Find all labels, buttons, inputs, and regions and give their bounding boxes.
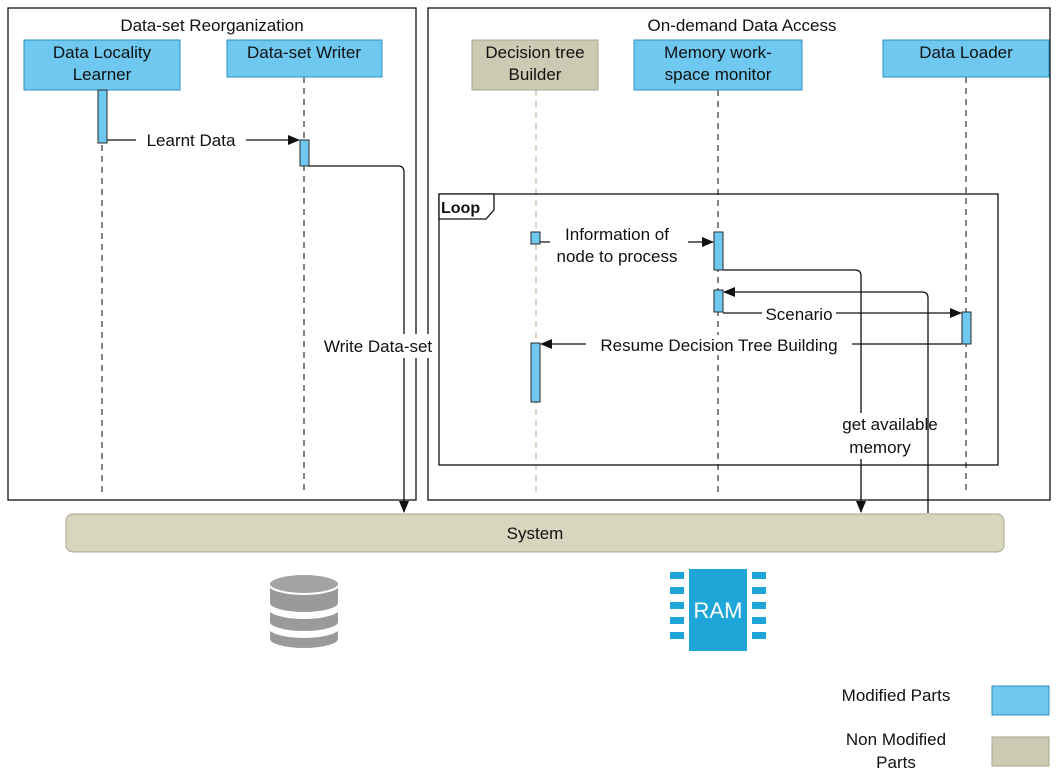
message-get-memory-line1: get available (842, 415, 937, 434)
message-get-memory-line2: memory (849, 438, 911, 457)
loop-label: Loop (441, 200, 480, 217)
activation-dataset-writer (299, 139, 310, 167)
activation-data-loader (961, 311, 972, 345)
left-panel (7, 7, 417, 501)
message-info-node-line1: Information of (565, 225, 669, 244)
participant-memory-monitor (633, 39, 803, 91)
legend-nonmod-line2: Parts (876, 753, 916, 772)
participant-data-loader (882, 39, 1050, 78)
right-panel-title: On-demand Data Access (648, 16, 837, 35)
activation-memory-monitor-1 (713, 231, 724, 271)
message-info-node-line2: node to process (557, 247, 678, 266)
participant-locality-learner-line2: Learner (73, 65, 132, 84)
message-write-dataset-label: Write Data-set (324, 337, 433, 356)
activation-memory-monitor-2 (713, 289, 724, 313)
left-panel-title: Data-set Reorganization (120, 16, 303, 35)
message-memory-return-line (723, 287, 929, 513)
participant-dataset-writer (226, 39, 383, 78)
message-learnt-data-label: Learnt Data (147, 131, 236, 150)
participant-tree-builder-line2: Builder (509, 65, 562, 84)
activation-tree-builder-2 (530, 342, 541, 403)
system-label: System (507, 524, 564, 543)
participant-tree-builder-line1: Decision tree (485, 43, 584, 62)
legend-nonmod-swatch (991, 736, 1050, 767)
message-resume-label: Resume Decision Tree Building (600, 336, 837, 355)
participant-memory-monitor-line1: Memory work- (664, 43, 772, 62)
ram-icon: RAM (670, 569, 766, 651)
loop-frame (438, 193, 999, 466)
legend-modified-swatch (991, 685, 1050, 716)
message-scenario-label: Scenario (765, 305, 832, 324)
participant-locality-learner-line1: Data Locality (53, 43, 152, 62)
legend-nonmod-line1: Non Modified (846, 730, 946, 749)
participant-memory-monitor-line2: space monitor (665, 65, 772, 84)
ram-label: RAM (694, 598, 743, 623)
message-write-dataset-line (309, 165, 409, 513)
participant-tree-builder (471, 39, 599, 91)
system-bar (65, 513, 1005, 553)
message-get-memory-line (723, 269, 866, 513)
participant-data-loader-label: Data Loader (919, 43, 1013, 62)
participant-dataset-writer-label: Data-set Writer (247, 43, 361, 62)
right-panel (427, 7, 1051, 501)
database-icon (268, 573, 340, 650)
legend-modified-label: Modified Parts (842, 686, 951, 705)
loop-tab (438, 193, 495, 220)
activation-tree-builder-1 (530, 231, 541, 245)
activation-locality-learner (97, 89, 108, 144)
